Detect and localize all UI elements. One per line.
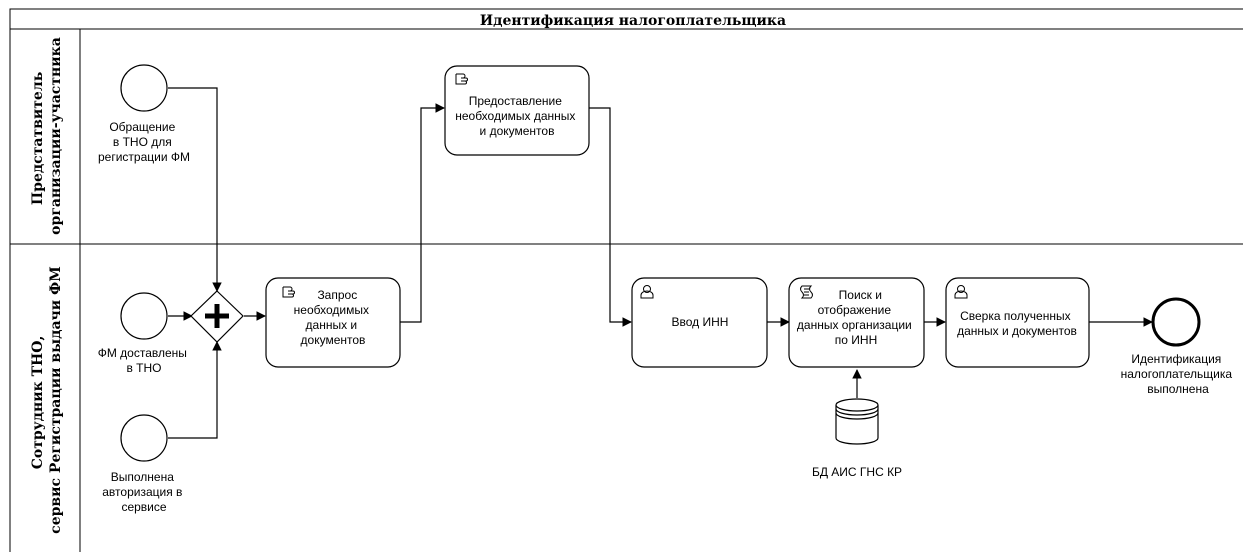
- task-request-docs[interactable]: Запрос необходимых данных и документов: [265, 277, 401, 368]
- svg-text:Предстатвитель организац: Предстатвитель организации-участника: [30, 37, 64, 235]
- parallel-gateway[interactable]: [190, 290, 244, 343]
- svg-text:Сотрудник ТНО, сервис Ре: Сотрудник ТНО, сервис Регистрации выдачи…: [30, 266, 64, 534]
- provide-docs-line1: Предоставление: [469, 94, 563, 108]
- user-icon: [640, 285, 654, 299]
- end-event-line1: Идентификация: [1131, 352, 1221, 366]
- start-request-line2: в ТНО для: [113, 135, 172, 149]
- start-request-line3: регистрации ФМ: [98, 150, 190, 164]
- start-event-request[interactable]: Обращение в ТНО для регистрации ФМ: [98, 64, 190, 164]
- sequence-flows: [168, 87, 1153, 439]
- end-event-line3: выполнена: [1147, 382, 1209, 396]
- svg-text:Запрос необходимых: Запрос необходимых данных и документов: [294, 288, 373, 347]
- start-request-line1: Обращение: [109, 120, 175, 134]
- svg-text:Сверка полученных данных: Сверка полученных данных и документов: [957, 309, 1077, 338]
- start-event-circle: [120, 414, 168, 462]
- svg-text:Предоставление необходим: Предоставление необходимых данных и доку…: [455, 94, 579, 138]
- search-display-line1: Поиск и: [839, 288, 882, 302]
- task-search-display[interactable]: Поиск и отображение данных организации п…: [788, 277, 925, 368]
- end-event-circle: [1151, 297, 1201, 347]
- flow-request-to-provide: [400, 103, 445, 323]
- svg-text:Идентификация налогоплат: Идентификация налогоплательщика выполнен…: [1121, 352, 1236, 396]
- lane-2-label-line2: сервис Регистрации выдачи ФМ: [48, 266, 64, 534]
- flow-request-to-gateway: [168, 87, 222, 292]
- svg-text:Ввод ИНН: Ввод ИНН: [672, 315, 729, 329]
- task-verify[interactable]: Сверка полученных данных и документов: [945, 277, 1090, 368]
- start-event-delivered[interactable]: ФМ доставлены в ТНО: [98, 292, 191, 375]
- start-delivered-line1: ФМ доставлены: [98, 346, 187, 360]
- svg-text:Обращение в ТНО для: Обращение в ТНО для регистрации ФМ: [98, 120, 190, 164]
- svg-text:Поиск и отображение: Поиск и отображение данных организации п…: [797, 288, 915, 347]
- task-box: [788, 277, 925, 368]
- task-enter-inn[interactable]: Ввод ИНН: [631, 277, 768, 368]
- task-box: [631, 277, 768, 368]
- end-event-line2: налогоплательщика: [1121, 367, 1233, 381]
- request-docs-line3: данных и: [306, 318, 358, 332]
- provide-docs-line2: необходимых данных: [455, 109, 575, 123]
- database-icon-top: [835, 398, 879, 412]
- lane-1-label: Предстатвитель организации-участника: [30, 37, 64, 235]
- verify-line2: данных и документов: [957, 324, 1077, 338]
- request-docs-line4: документов: [301, 333, 366, 347]
- search-display-line4: по ИНН: [835, 333, 877, 347]
- start-delivered-line2: в ТНО: [126, 361, 161, 375]
- data-store[interactable]: БД АИС ГНС КР: [812, 398, 902, 479]
- lane-1-label-line1: Предстатвитель: [30, 72, 46, 205]
- lane-1-label-line2: организации-участника: [48, 37, 64, 235]
- user-icon: [954, 285, 968, 299]
- task-box: [444, 65, 590, 156]
- provide-docs-line3: и документов: [480, 124, 555, 138]
- task-box: [945, 277, 1090, 368]
- data-store-label: БД АИС ГНС КР: [812, 465, 902, 479]
- start-auth-line3: сервисе: [121, 500, 166, 514]
- manual-hand-icon: [282, 286, 295, 298]
- start-auth-line1: Выполнена: [111, 470, 174, 484]
- manual-hand-icon: [455, 73, 468, 85]
- pool-title: Идентификация налогоплательщика: [480, 13, 786, 29]
- svg-text:ФМ доставлены в ТНО: ФМ доставлены в ТНО: [98, 346, 191, 375]
- start-auth-line2: авторизация в: [102, 485, 182, 499]
- plus-icon: [205, 304, 229, 328]
- search-display-line3: данных организации: [797, 318, 912, 332]
- start-event-circle: [120, 292, 168, 340]
- script-icon: [800, 285, 813, 299]
- verify-line1: Сверка полученных: [960, 309, 1071, 323]
- lane-2-label-line1: Сотрудник ТНО,: [30, 336, 46, 470]
- request-docs-line1: Запрос: [317, 288, 357, 302]
- start-event-auth[interactable]: Выполнена авторизация в сервисе: [102, 414, 186, 514]
- flow-auth-to-gateway: [168, 341, 222, 439]
- svg-text:Выполнена авторизация в: Выполнена авторизация в сервисе: [102, 470, 186, 514]
- start-event-circle: [120, 64, 168, 112]
- task-box: [265, 277, 401, 368]
- end-event-done[interactable]: Идентификация налогоплательщика выполнен…: [1121, 297, 1236, 396]
- task-provide-docs[interactable]: Предоставление необходимых данных и доку…: [444, 65, 590, 156]
- lane-2-label: Сотрудник ТНО, сервис Регистрации выдачи…: [30, 266, 64, 534]
- search-display-line2: отображение: [818, 303, 892, 317]
- flow-provide-to-enter-inn: [589, 107, 632, 327]
- request-docs-line2: необходимых: [294, 303, 369, 317]
- database-icon-rings: [835, 408, 879, 420]
- enter-inn-line1: Ввод ИНН: [672, 315, 729, 329]
